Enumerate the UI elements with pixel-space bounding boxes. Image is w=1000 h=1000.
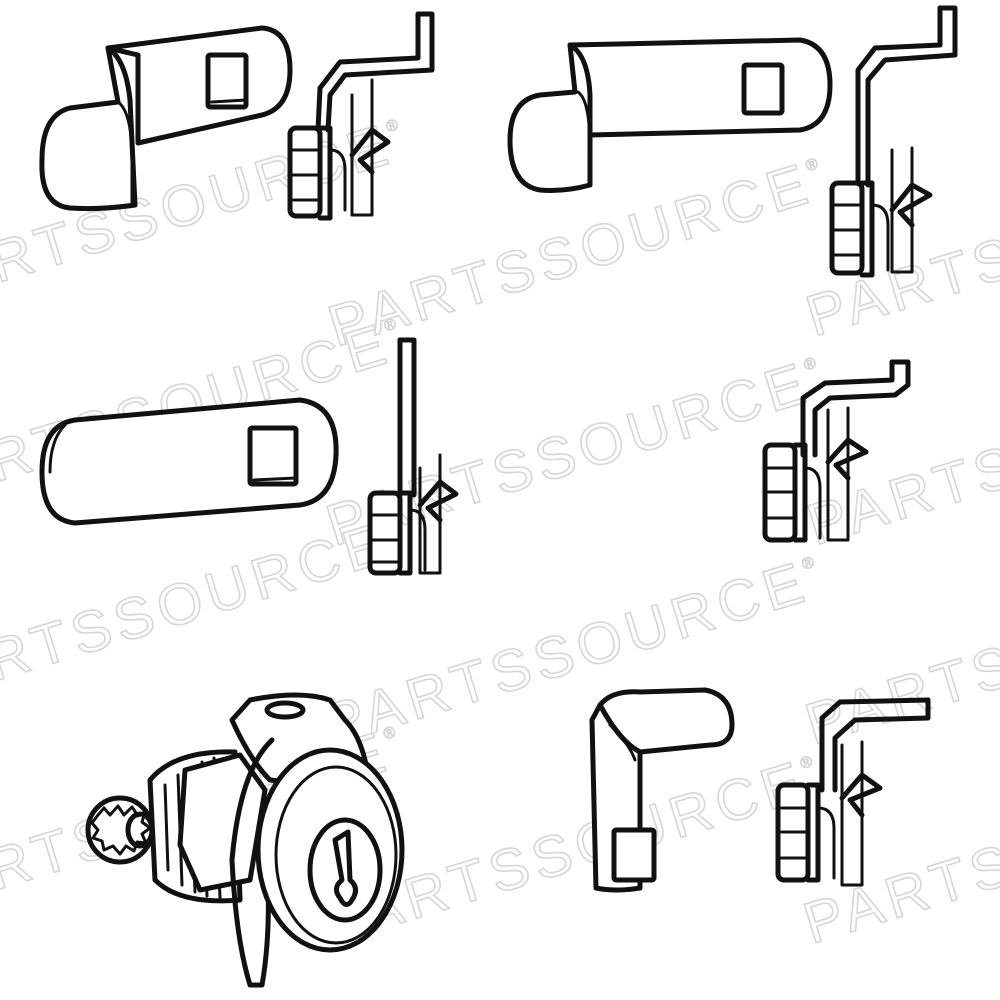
cam-offset-hook-top-left [39,11,435,221]
cam-profile-mid-right [762,359,911,543]
watermark-text: PARTSSOURCE® [799,135,1000,349]
watermark-text: PARTSSOURCE® [800,344,1000,558]
watermark-text: PARTSSOURCE® [798,543,1000,757]
lock-cylinder-bottom-left [85,692,405,988]
watermark-text: PARTSSOURCE® [796,742,1000,956]
cam-bent-bottom-right [589,687,931,893]
cam-straight-mid-left [39,337,459,576]
cam-offset-hook-top-right [507,5,958,278]
